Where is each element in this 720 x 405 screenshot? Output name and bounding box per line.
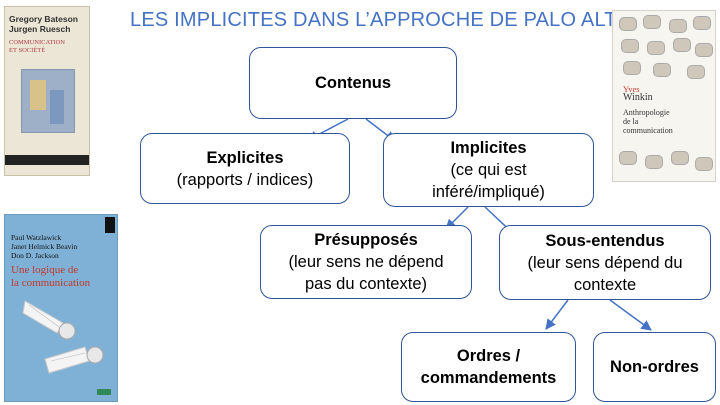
- book-cover-une-logique-de-la-communication: Paul Watzlawick Janet Helmick Beavin Don…: [4, 214, 118, 402]
- node-implicites-detail-1: (ce qui est: [450, 159, 526, 181]
- hand-gesture-icon: [647, 41, 665, 55]
- arrow-sous-entendus-non-ordres: [610, 300, 651, 330]
- hand-gesture-icon: [643, 15, 661, 29]
- node-explicites: Explicites (rapports / indices): [140, 133, 350, 204]
- book3-spine-mark: [105, 217, 115, 233]
- node-presupposes-detail-1: (leur sens ne dépend: [288, 251, 443, 273]
- book1-author-1: Gregory Bateson: [9, 14, 87, 24]
- book3-publisher-badge: [97, 389, 111, 395]
- node-explicites-heading: Explicites: [206, 147, 283, 169]
- hand-gesture-icon: [619, 151, 637, 165]
- node-sous-entendus-detail-1: (leur sens dépend du: [527, 252, 682, 274]
- hand-gesture-icon: [695, 157, 713, 171]
- hand-gesture-icon: [669, 19, 687, 33]
- book1-title-1: COMMUNICATION: [9, 39, 87, 47]
- book2-title: Anthropologie de la communication: [623, 108, 713, 135]
- node-contenus-label: Contenus: [315, 72, 391, 94]
- node-implicites: Implicites (ce qui est inféré/impliqué): [383, 133, 594, 207]
- node-presupposes: Présupposés (leur sens ne dépend pas du …: [260, 225, 472, 299]
- hand-gesture-icon: [653, 63, 671, 77]
- node-implicites-detail-2: inféré/impliqué): [432, 181, 545, 203]
- book2-title-3: communication: [623, 126, 713, 135]
- hand-gesture-icon: [619, 17, 637, 31]
- node-non-ordres: Non-ordres: [593, 332, 716, 402]
- book-cover-anthropologie-de-la-communication: Yves Winkin Anthropologie de la communic…: [612, 10, 716, 182]
- book3-author-3: Don D. Jackson: [11, 251, 113, 260]
- book1-authors: Gregory Bateson Jurgen Ruesch: [9, 14, 87, 34]
- node-sous-entendus-detail-2: contexte: [574, 274, 636, 296]
- book3-title: Une logique de la communication: [11, 264, 115, 289]
- hand-gesture-icon: [621, 39, 639, 53]
- node-sous-entendus: Sous-entendus (leur sens dépend du conte…: [499, 225, 711, 300]
- hand-gesture-icon: [623, 61, 641, 75]
- hand-gesture-icon: [687, 65, 705, 79]
- book3-authors: Paul Watzlawick Janet Helmick Beavin Don…: [11, 233, 113, 260]
- shuttlecock-icon: [41, 339, 111, 389]
- book-cover-communication-et-societe: Gregory Bateson Jurgen Ruesch COMMUNICAT…: [4, 6, 90, 176]
- book2-title-2: de la: [623, 117, 713, 126]
- book3-title-2: la communication: [11, 277, 115, 290]
- hand-gesture-icon: [695, 43, 713, 57]
- book3-title-1: Une logique de: [11, 264, 115, 277]
- book1-author-2: Jurgen Ruesch: [9, 24, 87, 34]
- arrow-sous-entendus-ordres: [546, 300, 568, 329]
- hand-gesture-icon: [693, 16, 711, 30]
- book1-title: COMMUNICATION ET SOCIÉTÉ: [9, 39, 87, 55]
- book1-band: [5, 155, 90, 165]
- hand-gesture-icon: [673, 38, 691, 52]
- node-ordres-line-1: Ordres /: [457, 345, 520, 367]
- book2-title-1: Anthropologie: [623, 108, 713, 117]
- hand-gesture-icon: [645, 155, 663, 169]
- hand-gesture-icon: [671, 151, 689, 165]
- node-contenus: Contenus: [249, 47, 457, 119]
- node-explicites-detail: (rapports / indices): [177, 169, 314, 191]
- node-ordres: Ordres / commandements: [401, 332, 576, 402]
- node-ordres-line-2: commandements: [421, 367, 557, 389]
- node-presupposes-heading: Présupposés: [314, 229, 418, 251]
- book2-author-2: Winkin: [623, 92, 653, 104]
- book1-illustration: [21, 69, 75, 133]
- book1-title-2: ET SOCIÉTÉ: [9, 47, 87, 55]
- node-presupposes-detail-2: pas du contexte): [305, 273, 427, 295]
- node-non-ordres-label: Non-ordres: [610, 356, 699, 378]
- node-sous-entendus-heading: Sous-entendus: [545, 230, 664, 252]
- book3-author-1: Paul Watzlawick: [11, 233, 113, 242]
- book3-author-2: Janet Helmick Beavin: [11, 242, 113, 251]
- node-implicites-heading: Implicites: [450, 137, 526, 159]
